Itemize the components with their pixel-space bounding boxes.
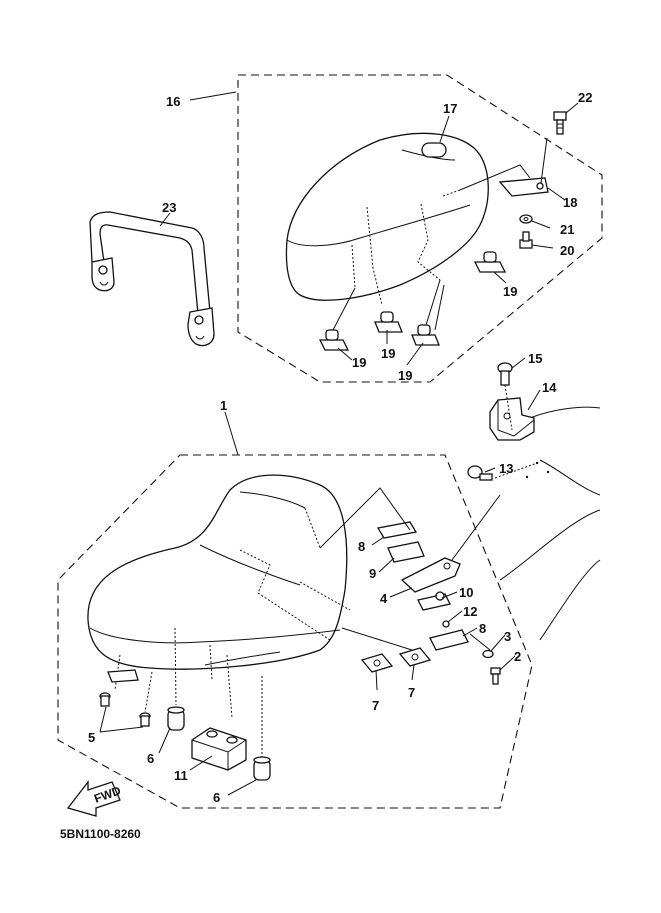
frame-mount-group [467,362,601,641]
clip-part-7-right [398,647,432,667]
label-12: 12 [463,604,477,619]
grab-strap-part-17 [421,142,447,158]
seat-front-tab [107,669,139,683]
clip-part-19-center [374,311,403,333]
bolt-part-13 [467,465,493,481]
clip-part-7-left [360,653,394,673]
label-20: 20 [560,243,574,258]
plate-part-9 [387,541,425,563]
label-11: 11 [174,768,188,783]
damper-part-6-upper [167,706,185,731]
label-21: 21 [560,222,574,237]
bracket-hole [536,182,544,190]
label-5: 5 [88,730,95,745]
label-7-right: 7 [408,685,415,700]
bracket-part-18 [498,177,549,197]
label-13: 13 [499,461,513,476]
clip-part-19-right [473,251,507,273]
forward-arrow-icon: FWD [66,780,123,817]
label-18: 18 [563,195,577,210]
label-6-lower: 6 [213,790,220,805]
bracket-part-10 [417,591,451,611]
frame-rail-outline [529,406,601,419]
label-19-center: 19 [381,346,395,361]
plate-part-8-upper [376,521,418,539]
front-seat-group-boundary [57,454,533,809]
label-22: 22 [578,90,592,105]
washer-hole [523,217,529,221]
bolt-part-15 [497,362,513,386]
fender-outline [499,509,601,581]
nut-stem [522,231,530,242]
label-23: 23 [162,200,176,215]
damper-part-6-lower [253,756,271,781]
bolt-part-5-left [99,692,111,707]
label-19-right: 19 [503,284,517,299]
backrest-bar-part-23 [89,211,215,347]
label-8-upper: 8 [358,539,365,554]
rear-seat-part-16 [285,132,489,306]
bolt-part-2 [490,667,501,685]
rear-seat-assembly [237,74,603,383]
part-number-labels: 16 17 22 18 21 20 19 19 19 19 23 1 15 14… [88,90,592,805]
label-8-lower: 8 [479,621,486,636]
front-seat-part-1 [87,474,351,757]
clip-part-19-lower [411,324,440,346]
rear-seat-group-boundary [237,74,603,383]
label-9: 9 [369,566,376,581]
leader-lines [99,91,579,796]
label-10: 10 [459,585,473,600]
damper-block-part-11 [191,727,247,771]
label-15: 15 [528,351,542,366]
plate-part-8-lower [429,629,469,651]
label-7-left: 7 [372,698,379,713]
label-19-lower: 19 [398,368,412,383]
washer-part-21 [519,214,533,224]
bolt-part-22 [553,111,567,135]
front-seat-assembly [57,454,533,809]
bracket-part-4 [400,557,461,593]
label-2: 2 [514,649,521,664]
label-1: 1 [220,398,227,413]
label-3: 3 [504,629,511,644]
label-4: 4 [380,591,388,606]
label-6-upper: 6 [147,751,154,766]
clip-part-19-left [318,329,350,351]
washer-part-3 [482,649,494,659]
bolt-part-5-right [139,712,151,727]
diagram-code: 5BN1100-8260 [60,827,141,841]
washer-part-12 [442,620,450,628]
label-19-left: 19 [352,355,366,370]
label-17: 17 [443,101,457,116]
bracket-part-14 [489,397,535,441]
label-16: 16 [166,94,180,109]
label-14: 14 [542,380,557,395]
